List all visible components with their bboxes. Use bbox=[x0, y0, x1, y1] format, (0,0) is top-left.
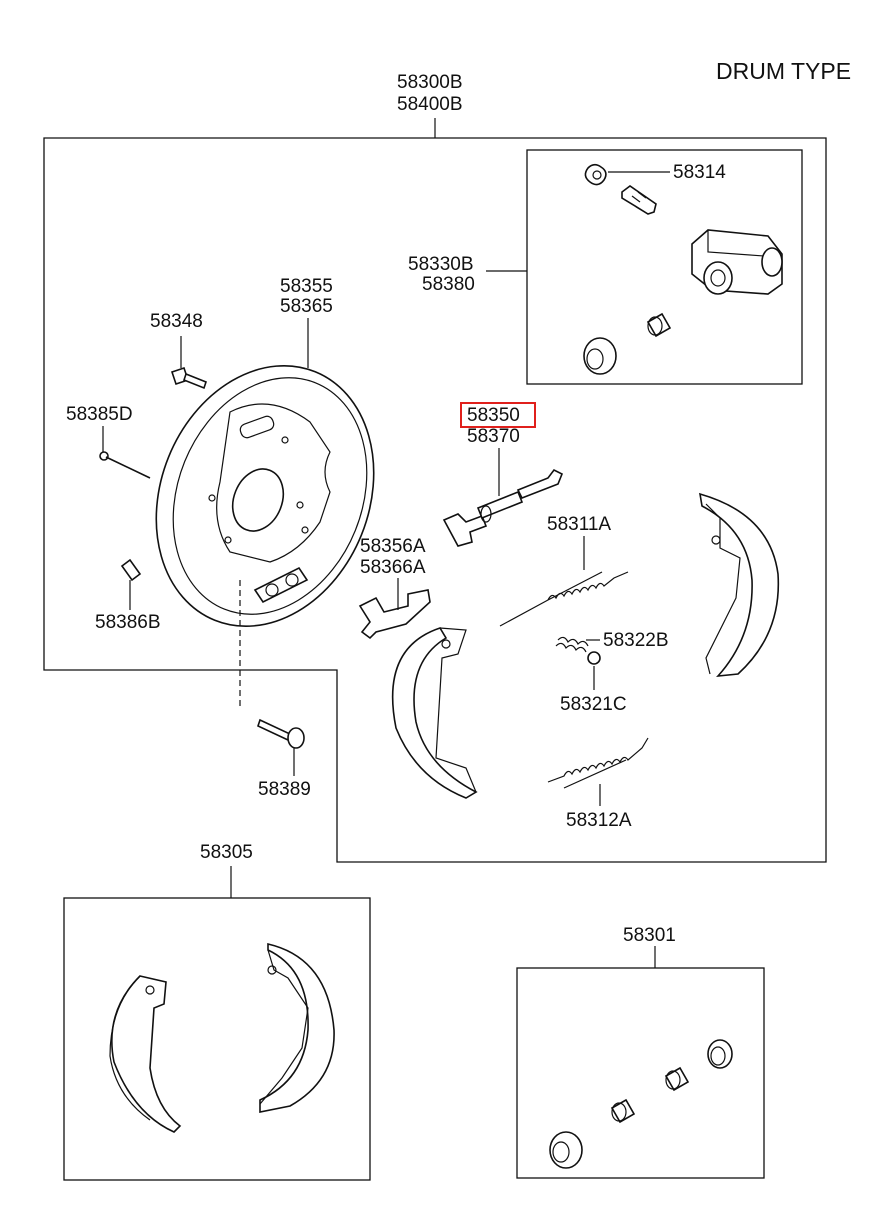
highlight-58350 bbox=[460, 402, 536, 428]
label-58400b: 58400B bbox=[397, 94, 463, 115]
plug-58386b bbox=[120, 558, 142, 610]
label-58350: 58350 bbox=[467, 405, 520, 426]
label-58370: 58370 bbox=[467, 426, 520, 447]
label-58365: 58365 bbox=[280, 296, 333, 317]
label-58385d: 58385D bbox=[66, 404, 133, 425]
bolt-58348 bbox=[170, 336, 207, 390]
shoe-kit-shoe-left bbox=[109, 975, 182, 1133]
shoe-kit-box bbox=[63, 897, 371, 1181]
backing-plate bbox=[155, 318, 375, 628]
kit-seal bbox=[707, 1039, 733, 1069]
bleeder-cap bbox=[584, 163, 670, 186]
bolt-58389 bbox=[257, 718, 305, 776]
kit-cup-1 bbox=[610, 1098, 636, 1124]
label-58311a: 58311A bbox=[547, 514, 612, 535]
label-58321c: 58321C bbox=[560, 694, 627, 715]
label-58330b: 58330B bbox=[408, 254, 474, 275]
label-58366a: 58366A bbox=[360, 557, 426, 578]
bleeder-screw bbox=[621, 185, 657, 215]
adjuster-assembly bbox=[442, 448, 564, 547]
label-58355: 58355 bbox=[280, 276, 333, 297]
label-58386b: 58386B bbox=[95, 612, 161, 633]
lever-plate bbox=[358, 578, 431, 640]
kit-boot bbox=[549, 1131, 583, 1169]
brake-shoe-right bbox=[699, 492, 780, 678]
cylinder-kit-box bbox=[516, 967, 765, 1179]
kit-cup-2 bbox=[664, 1066, 690, 1092]
pin-58385d bbox=[99, 426, 151, 479]
label-58305: 58305 bbox=[200, 842, 253, 863]
label-58300b: 58300B bbox=[397, 72, 463, 93]
label-58312a: 58312A bbox=[566, 810, 632, 831]
cylinder-cup bbox=[646, 312, 672, 338]
brake-shoe-left bbox=[391, 627, 478, 799]
label-58314: 58314 bbox=[673, 162, 726, 183]
hold-cup bbox=[587, 651, 601, 690]
wheel-cylinder-body bbox=[691, 229, 783, 295]
cylinder-boot bbox=[583, 337, 617, 375]
hold-spring bbox=[555, 636, 600, 653]
diagram-type-title: DRUM TYPE bbox=[716, 58, 852, 84]
label-58389: 58389 bbox=[258, 779, 311, 800]
label-58348: 58348 bbox=[150, 311, 203, 332]
label-58301: 58301 bbox=[623, 925, 676, 946]
assembly-outline bbox=[43, 137, 827, 863]
label-58356a: 58356A bbox=[360, 536, 426, 557]
lower-spring bbox=[547, 737, 649, 806]
label-58380: 58380 bbox=[422, 274, 475, 295]
upper-spring bbox=[499, 536, 629, 627]
shoe-kit-shoe-right bbox=[259, 942, 335, 1113]
wheel-cylinder-box bbox=[526, 149, 803, 385]
label-58322b: 58322B bbox=[603, 630, 669, 651]
